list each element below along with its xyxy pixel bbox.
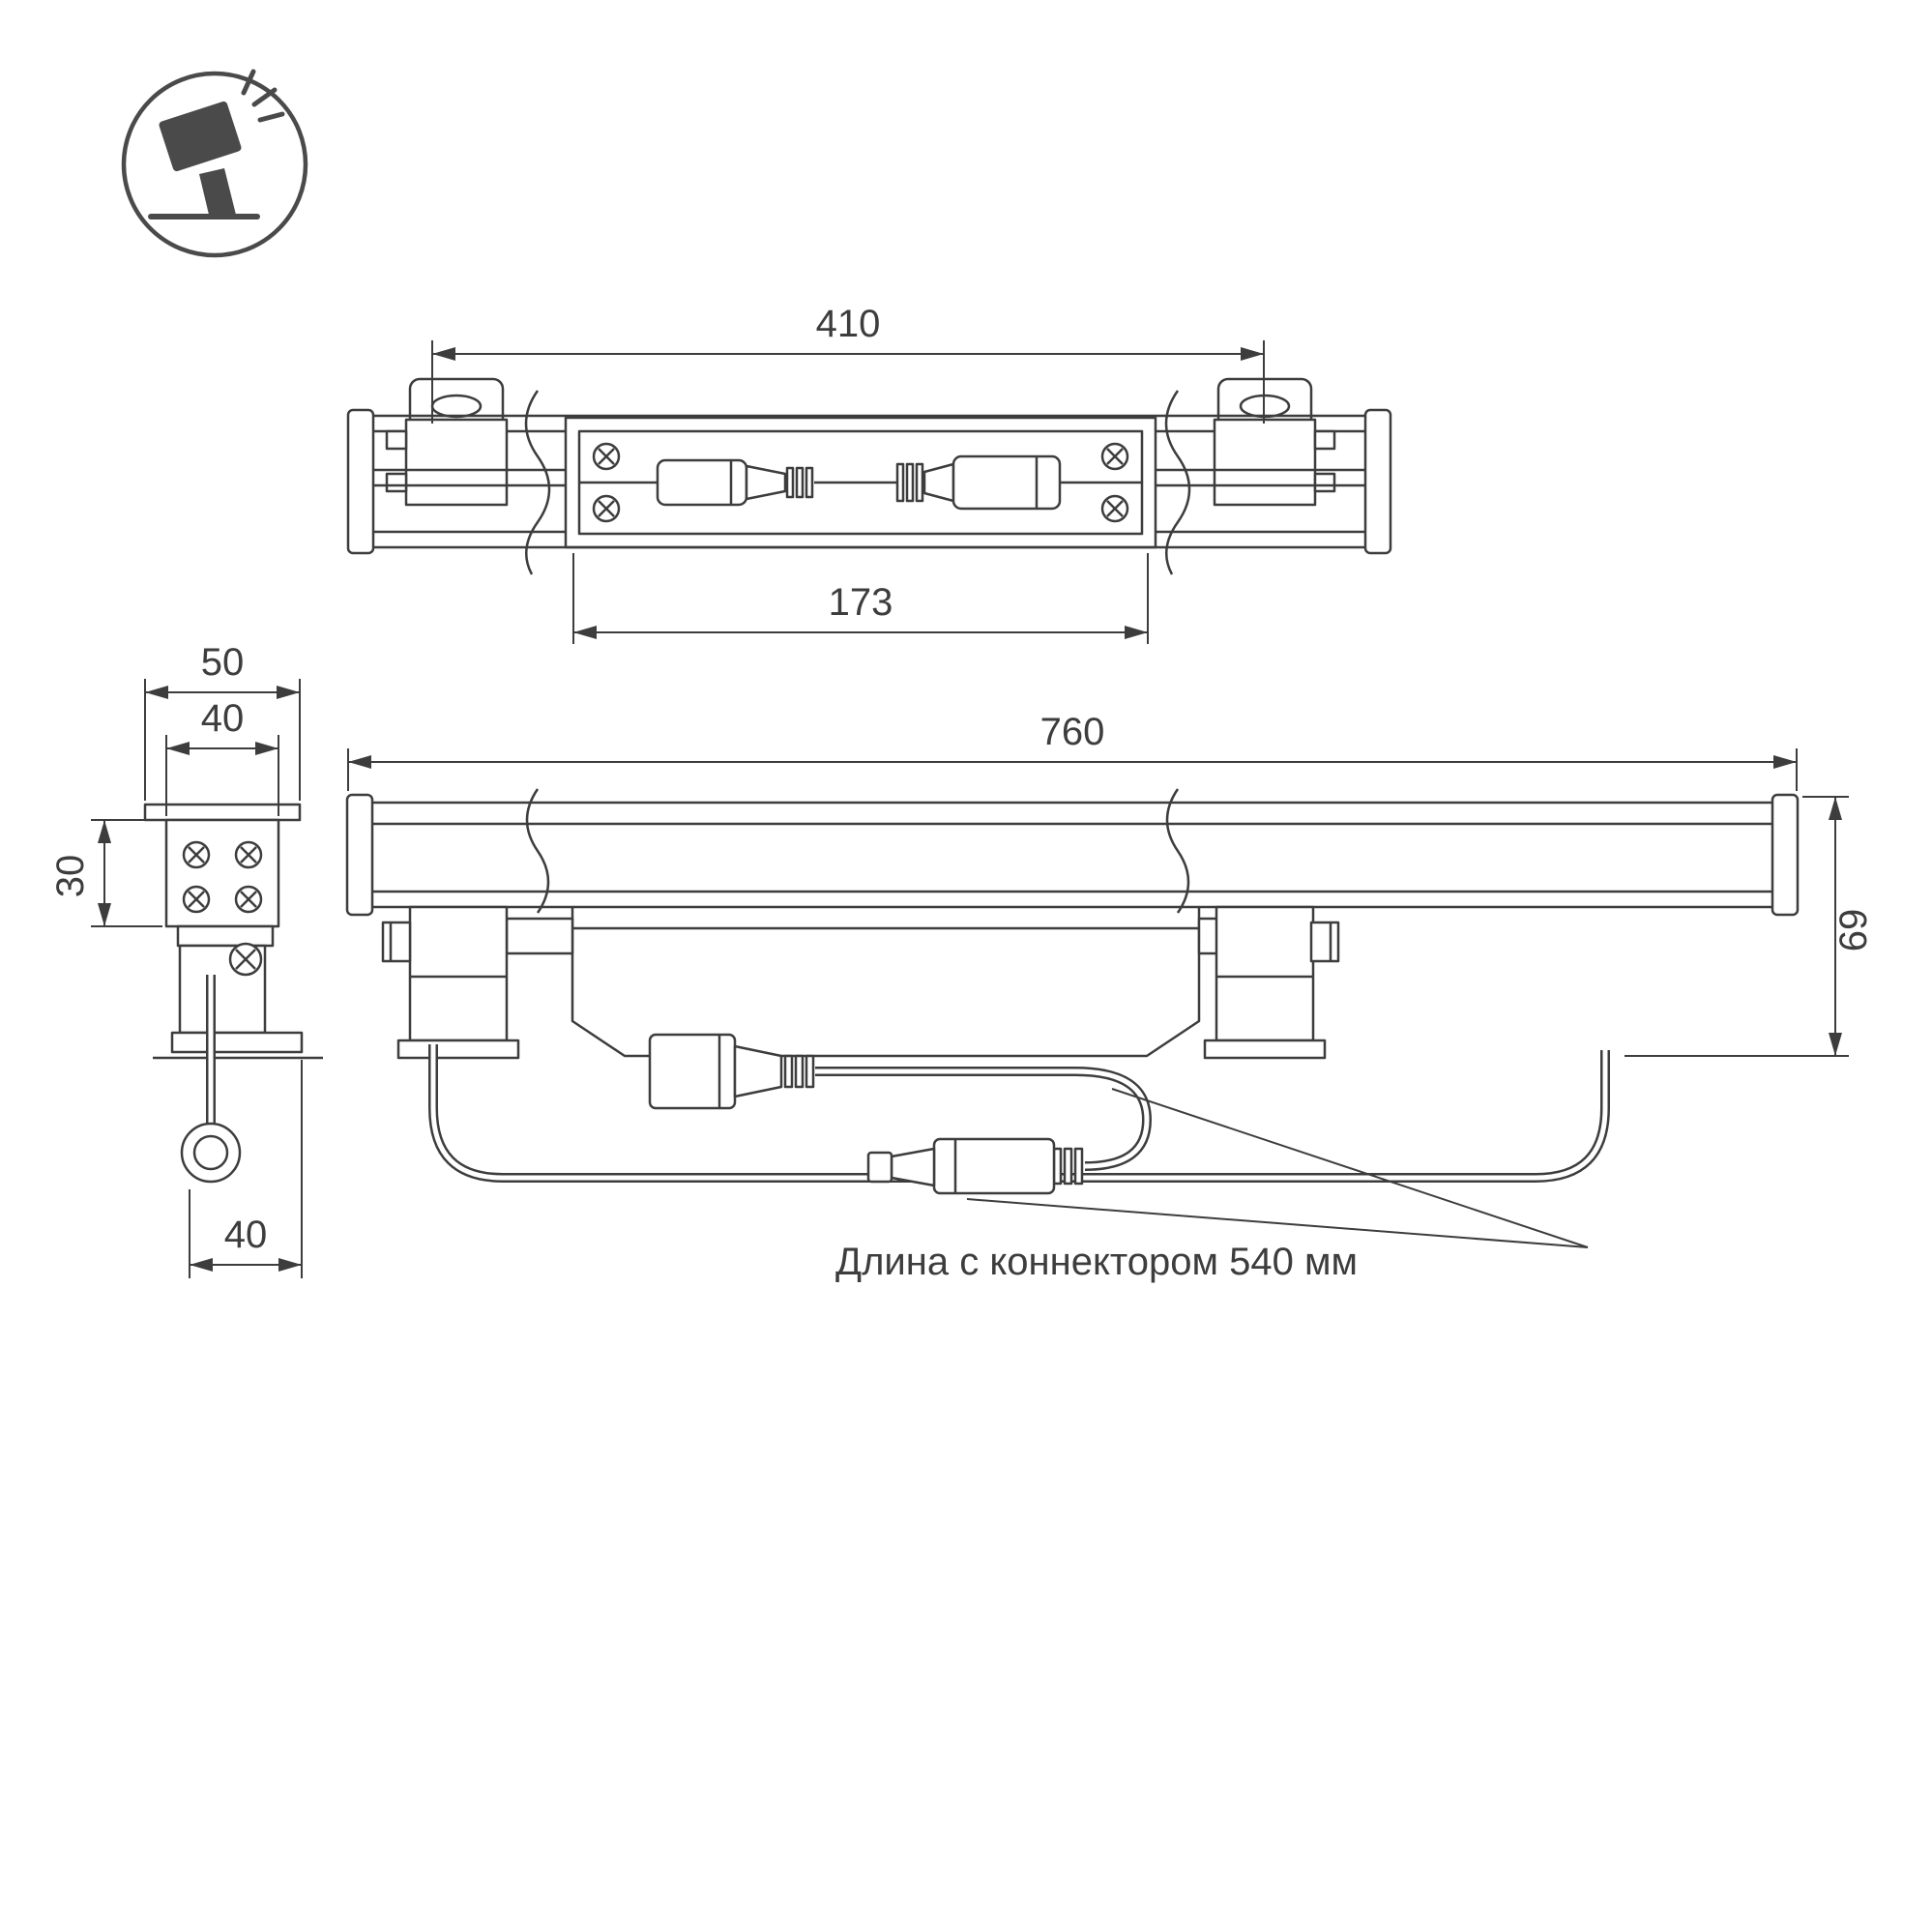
bracket-foot-left (396, 1039, 520, 1060)
end-cap-right (1771, 793, 1800, 917)
pivot-bolt-icon (228, 942, 263, 977)
screw-icon (182, 885, 211, 914)
break-line (524, 390, 551, 575)
side-view (143, 803, 323, 1184)
dimension-body-height: 30 (49, 819, 162, 927)
side-clamp (176, 924, 275, 948)
screw-icon (234, 840, 263, 869)
screw-icon (1100, 442, 1129, 471)
screw-icon (182, 840, 211, 869)
break-line (1164, 390, 1191, 575)
bracket-clamp-left (404, 418, 509, 507)
side-body (164, 818, 280, 928)
dim-410-label: 410 (816, 303, 881, 345)
connector-a (648, 1033, 815, 1110)
dimension-foot-width: 40 (189, 1060, 303, 1278)
leader-line (966, 1198, 1589, 1248)
end-cap-left (346, 408, 375, 555)
floodlight-stand-icon (199, 168, 236, 215)
bracket-foot-right (1203, 1039, 1327, 1060)
connector-b (866, 1137, 1084, 1195)
break-line (1165, 788, 1190, 914)
screw-icon (592, 442, 621, 471)
top-view (346, 377, 1392, 575)
side-cap (143, 803, 302, 822)
dimension-overall-height: 69 (1625, 796, 1875, 1057)
dim-50-label: 50 (201, 641, 245, 684)
dim-40-top-label: 40 (201, 697, 245, 740)
side-bracket-foot (170, 1031, 304, 1054)
cable-length-caption: Длина с коннектором 540 мм (835, 1241, 1358, 1283)
bracket-slot-left (430, 394, 483, 419)
dimension-bracket-span: 410 (431, 303, 1265, 424)
dimension-module-length: 173 (572, 553, 1149, 644)
end-cap-right (1363, 408, 1392, 555)
screw-icon (234, 885, 263, 914)
dim-30-label: 30 (49, 855, 92, 898)
floodlight-head-icon (159, 101, 242, 172)
bracket-arm-right (1215, 905, 1315, 1042)
dim-173-label: 173 (829, 581, 893, 624)
front-view (345, 788, 1800, 1248)
bracket-arm-left (408, 905, 509, 1042)
break-line (525, 788, 550, 914)
dim-40-bottom-label: 40 (224, 1214, 268, 1256)
floodlight-icon (121, 69, 308, 258)
wiring-channel (564, 416, 1157, 549)
channel-cable-connectors (579, 454, 1142, 511)
dimension-cap-width: 50 (144, 641, 301, 801)
dim-69-label: 69 (1832, 909, 1875, 952)
end-cap-left (345, 793, 374, 917)
bracket-clamp-right (1213, 418, 1317, 507)
dim-760-label: 760 (1040, 711, 1105, 753)
light-rays-icon (241, 69, 285, 123)
dimension-overall-length: 760 (347, 711, 1798, 791)
screw-icon (592, 494, 621, 523)
leader-line (1111, 1088, 1589, 1248)
screw-icon (1100, 494, 1129, 523)
driver-housing (571, 907, 1201, 1058)
dimension-body-width: 40 (165, 697, 279, 816)
